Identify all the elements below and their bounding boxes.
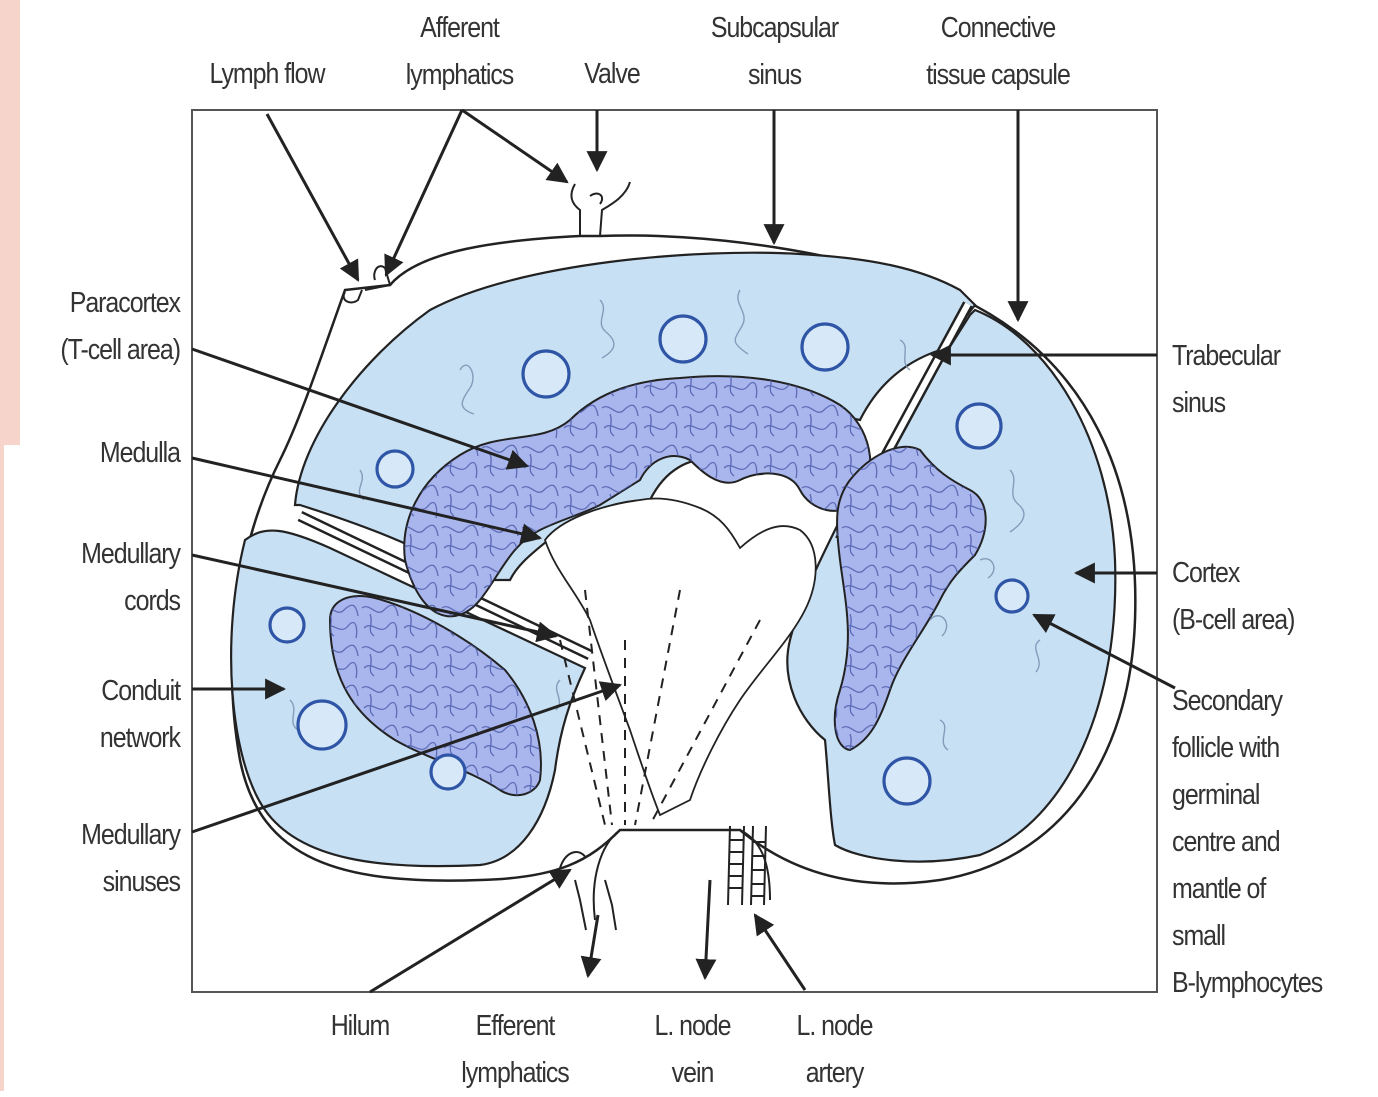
follicle-7 <box>996 580 1028 612</box>
afferent-vessel-right <box>571 182 630 236</box>
label-paracortex: Paracortex (T-cell area) <box>34 280 180 374</box>
label-subcapsular-sinus: Subcapsular sinus <box>695 5 854 99</box>
label-medullary-sinuses: Medullary sinuses <box>42 812 180 906</box>
follicle-8 <box>298 701 346 749</box>
label-medulla: Medulla <box>42 430 180 477</box>
label-conduit-network: Conduit network <box>42 668 180 762</box>
label-node-vein: L. node vein <box>639 1003 747 1097</box>
node-vein-vessel <box>728 826 744 905</box>
label-node-artery: L. node artery <box>781 1003 889 1097</box>
label-lymph-flow: Lymph flow <box>198 51 336 98</box>
label-cortex: Cortex (B-cell area) <box>1172 550 1335 644</box>
follicle-4 <box>377 451 413 487</box>
label-medullary-cords: Medullary cords <box>42 531 180 625</box>
label-afferent-lymphatics: Afferent lymphatics <box>384 5 535 99</box>
arrow-vein <box>705 880 710 978</box>
follicle-2 <box>660 316 706 362</box>
arrow-afferent-2 <box>462 110 567 182</box>
label-connective-tissue-capsule: Connective tissue capsule <box>912 5 1084 99</box>
follicle-10 <box>884 758 930 804</box>
follicle-3 <box>802 324 848 370</box>
follicle-1 <box>523 351 569 397</box>
follicle-5 <box>957 404 1001 448</box>
label-valve: Valve <box>569 51 655 98</box>
label-secondary-follicle: Secondary follicle with germinal centre … <box>1172 678 1344 1007</box>
arrow-hilum <box>370 870 570 992</box>
follicle-9 <box>431 755 465 789</box>
arrow-efferent <box>588 915 598 976</box>
arrow-artery <box>755 915 805 990</box>
arrow-afferent-1 <box>386 110 462 275</box>
label-trabecular-sinus: Trabecular sinus <box>1172 333 1335 427</box>
follicle-6 <box>270 608 304 642</box>
label-efferent-lymphatics: Efferent lymphatics <box>442 1003 588 1097</box>
label-hilum: Hilum <box>317 1003 403 1050</box>
arrow-lymph-flow <box>267 114 358 280</box>
